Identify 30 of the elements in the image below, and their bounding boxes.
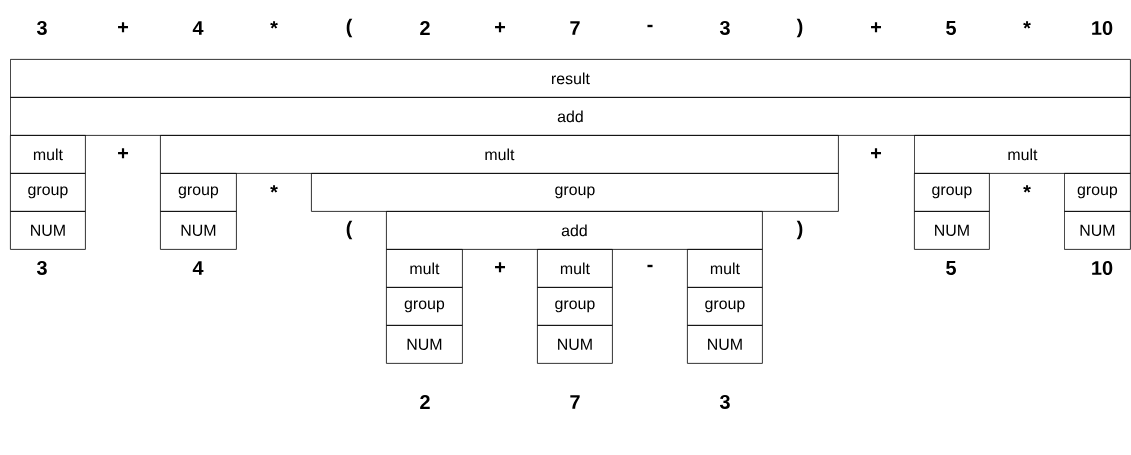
token-label: - <box>647 24 653 28</box>
token-label: 5 <box>946 21 956 35</box>
token-label: + <box>118 22 128 33</box>
token-label: ) <box>796 18 803 38</box>
token-label: 7 <box>570 395 580 409</box>
token-label: 2 <box>420 21 430 35</box>
token-label: 3 <box>719 394 730 410</box>
token-label: 4 <box>192 21 204 35</box>
token-label: * <box>1023 21 1031 29</box>
token-label: * <box>1023 185 1031 193</box>
token-label: + <box>495 22 505 33</box>
token-label: ( <box>346 18 353 38</box>
token-label: ) <box>796 220 803 240</box>
token-label: 7 <box>570 21 580 35</box>
token-label: + <box>871 148 881 159</box>
token-label: + <box>495 262 505 273</box>
token-label: 3 <box>36 20 47 36</box>
token-label: 2 <box>420 395 430 409</box>
token-label: + <box>118 148 128 159</box>
token-label: ( <box>346 220 353 240</box>
token-label: - <box>647 264 653 268</box>
token-label: 3 <box>36 260 47 276</box>
token-label: * <box>270 185 278 193</box>
token-label: 5 <box>946 261 956 275</box>
token-label: 3 <box>719 20 730 36</box>
token-label: 10 <box>1092 260 1113 276</box>
token-label: * <box>270 21 278 29</box>
token-label: 10 <box>1092 20 1113 36</box>
token-label: + <box>871 22 881 33</box>
token-label: 4 <box>192 261 204 275</box>
